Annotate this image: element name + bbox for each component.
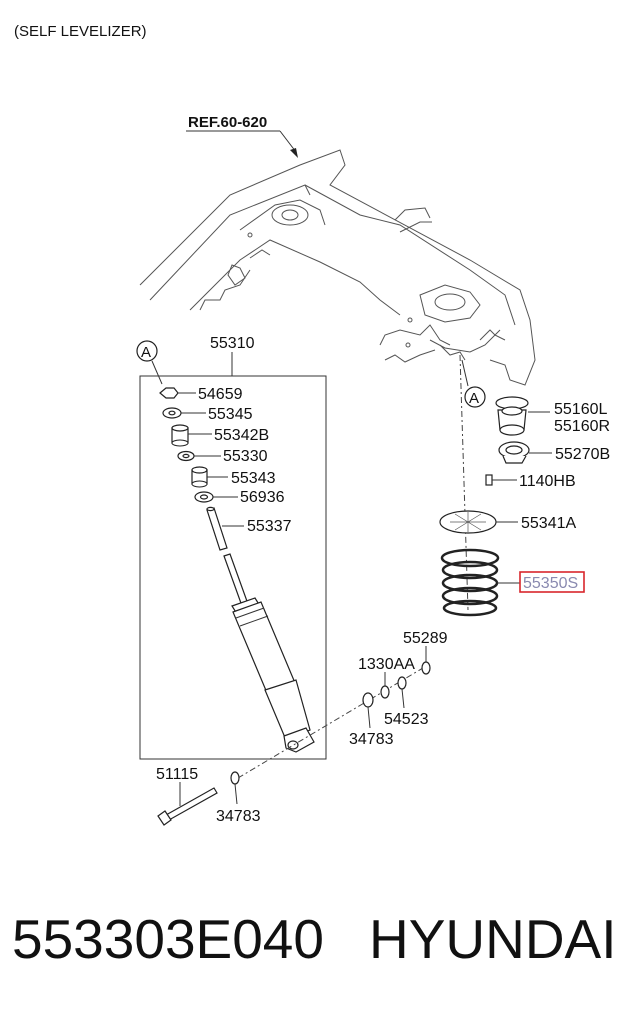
svg-text:34783: 34783: [216, 808, 261, 825]
part-bushing-55342B[interactable]: 55342B: [171, 424, 269, 447]
footer-part-number: 553303E040: [12, 908, 324, 970]
svg-text:55337: 55337: [247, 518, 292, 535]
svg-text:55343: 55343: [231, 470, 276, 487]
svg-text:1140HB: 1140HB: [519, 473, 576, 490]
reference-arrow-icon: [290, 148, 298, 158]
svg-text:54523: 54523: [384, 711, 429, 728]
shock-absorber[interactable]: [223, 553, 315, 753]
svg-text:A: A: [141, 344, 151, 361]
chassis-frame: [139, 149, 536, 386]
part-bolt-1140HB[interactable]: 1140HB: [485, 473, 576, 490]
part-nut-54659[interactable]: 54659: [159, 386, 243, 403]
svg-text:55341A: 55341A: [521, 515, 576, 532]
label-55310[interactable]: 55310: [210, 335, 255, 352]
svg-text:55160R: 55160R: [554, 418, 610, 435]
diagram-title: (SELF LEVELIZER): [14, 23, 147, 40]
svg-text:1330AA: 1330AA: [358, 656, 415, 673]
part-washer-56936[interactable]: 56936: [194, 489, 285, 506]
part-washer-34783-upper[interactable]: 34783: [349, 692, 394, 748]
mount-axis-line: [459, 354, 469, 611]
svg-text:REF.60-620: REF.60-620: [188, 114, 267, 131]
highlight-box: [519, 571, 585, 593]
part-bumper-55270B[interactable]: 55270B: [498, 441, 610, 464]
part-washer-34783-lower[interactable]: 34783: [216, 771, 261, 825]
svg-text:55342B: 55342B: [214, 427, 269, 444]
part-nut-55289[interactable]: 55289: [403, 630, 448, 675]
part-54523[interactable]: 54523: [384, 676, 429, 728]
callout-a-left[interactable]: A: [136, 340, 163, 385]
svg-text:55345: 55345: [208, 406, 253, 423]
svg-text:56936: 56936: [240, 489, 285, 506]
part-1330AA[interactable]: 1330AA: [358, 656, 415, 699]
svg-text:55160L: 55160L: [554, 401, 607, 418]
part-washer-55345[interactable]: 55345: [162, 406, 253, 423]
reference-label[interactable]: REF.60-620: [186, 114, 298, 158]
footer-brand: HYUNDAI: [369, 908, 617, 970]
svg-text:34783: 34783: [349, 731, 394, 748]
part-tube-55337[interactable]: 55337: [206, 506, 292, 551]
callout-a-right[interactable]: A: [461, 359, 486, 408]
svg-text:55289: 55289: [403, 630, 448, 647]
part-bushing-55343[interactable]: 55343: [191, 466, 276, 488]
part-washer-55330[interactable]: 55330: [177, 448, 268, 465]
reference-leader: [279, 130, 297, 153]
svg-text:55330: 55330: [223, 448, 268, 465]
callout-a-left-leader: [151, 360, 163, 385]
lower-bolt-axis: [237, 664, 429, 779]
part-spring-pad-55341A[interactable]: 55341A: [439, 510, 576, 534]
svg-text:55270B: 55270B: [555, 446, 610, 463]
svg-text:A: A: [469, 390, 479, 407]
shock-assembly-box: [139, 375, 327, 760]
part-spring-pad-55160[interactable]: 55160L 55160R: [495, 396, 610, 436]
svg-text:54659: 54659: [198, 386, 243, 403]
callout-a-right-leader: [461, 359, 469, 387]
part-bolt-51115[interactable]: 51115: [156, 766, 218, 826]
part-coil-spring-55350S[interactable]: 55350S: [440, 548, 585, 617]
svg-text:51115: 51115: [156, 766, 198, 783]
svg-text:55350S: 55350S: [523, 575, 578, 592]
